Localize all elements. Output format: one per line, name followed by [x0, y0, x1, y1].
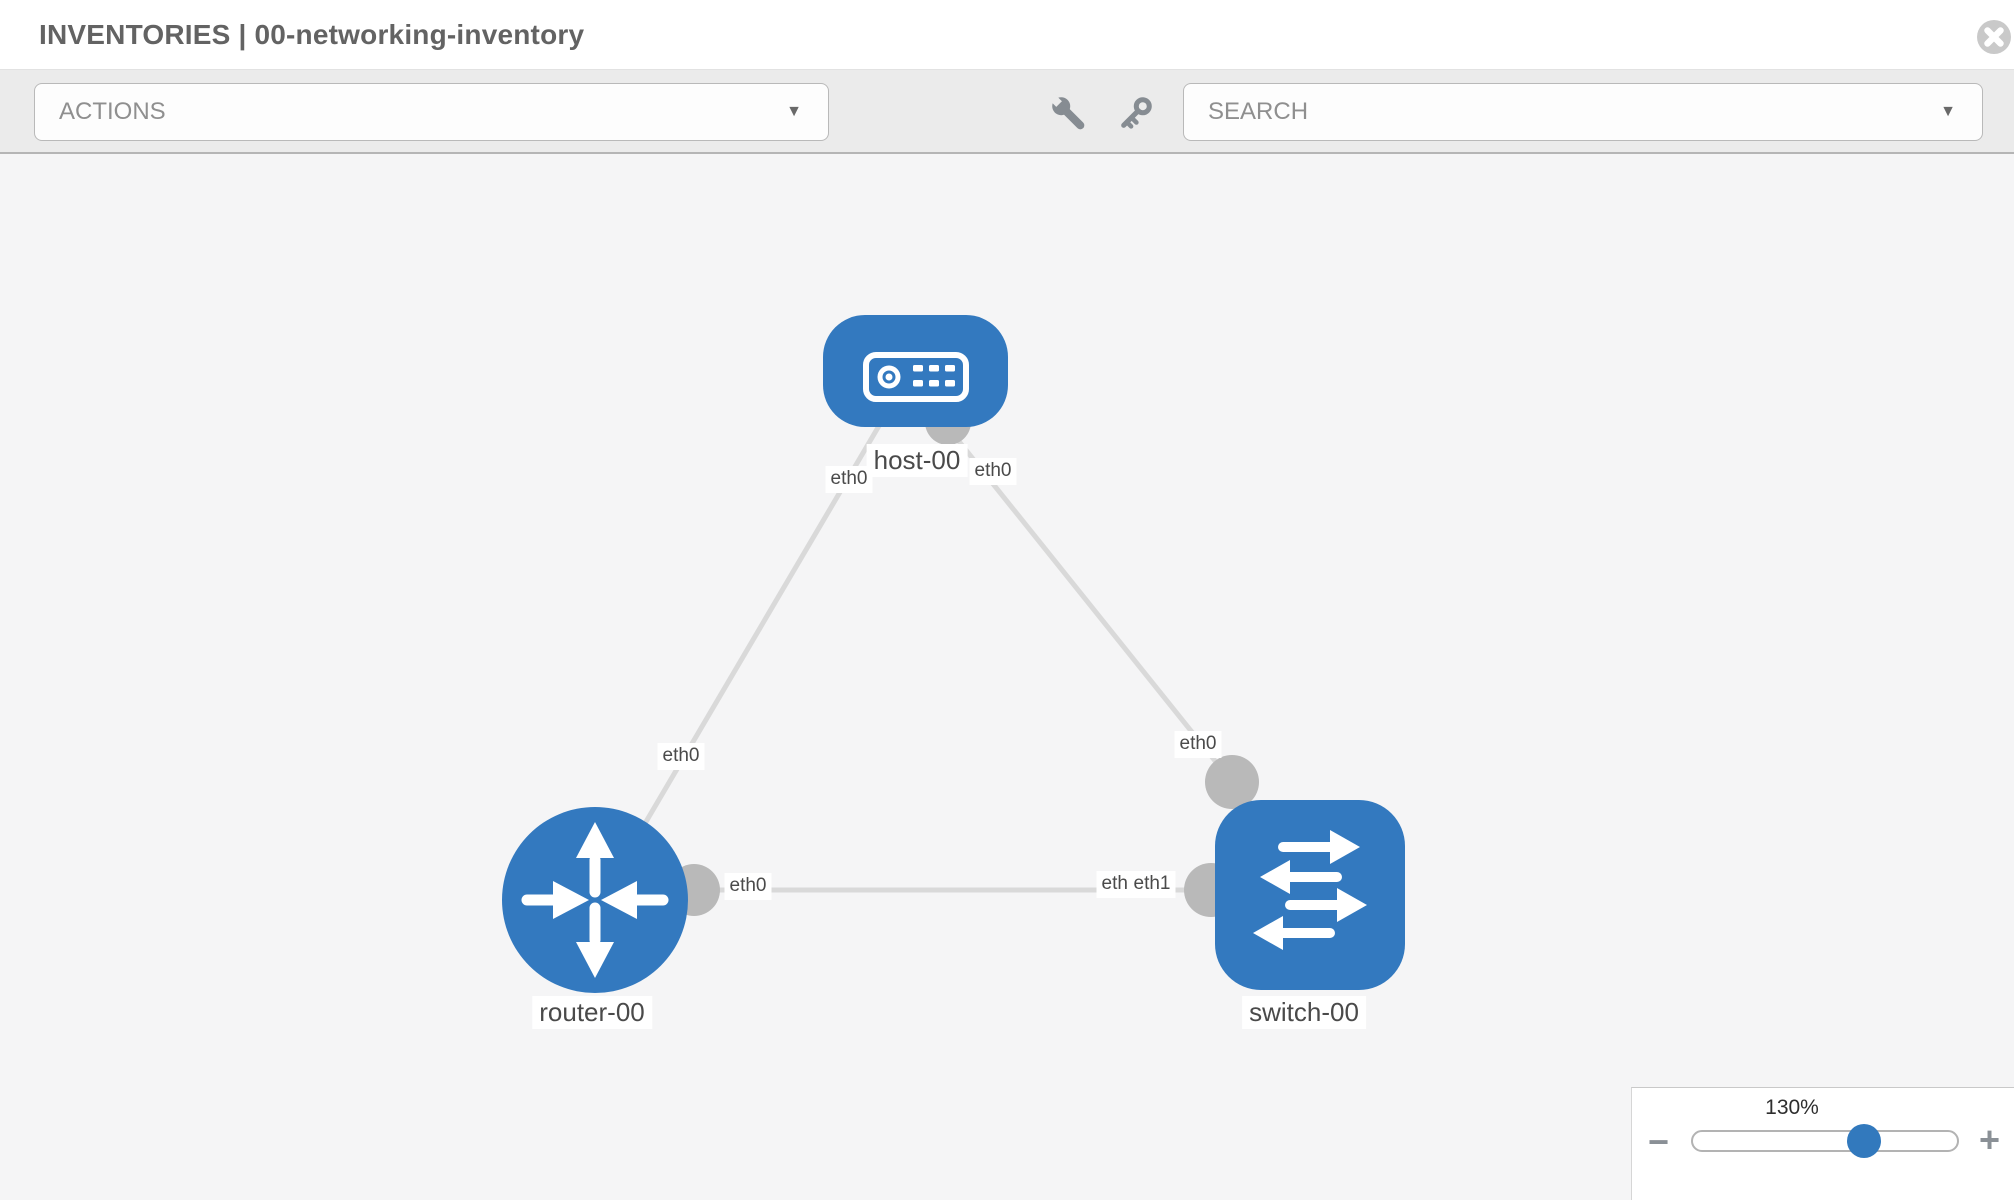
node-router-shape[interactable]: [502, 807, 688, 993]
configure-button[interactable]: [1047, 92, 1091, 136]
links-layer: [624, 417, 1234, 893]
connectors-layer: [668, 399, 1259, 917]
node-host[interactable]: [823, 315, 1008, 427]
connector-switch-top: [1205, 755, 1259, 809]
close-button[interactable]: [1976, 19, 2012, 55]
if-label-switch-to-host: eth0: [1174, 731, 1222, 758]
search-dropdown[interactable]: SEARCH ▼: [1183, 83, 1983, 141]
search-dropdown-label: SEARCH: [1208, 98, 1309, 125]
plus-icon: +: [1979, 1119, 2001, 1160]
zoom-slider-handle[interactable]: [1847, 1124, 1881, 1158]
actions-dropdown[interactable]: ACTIONS ▼: [34, 83, 829, 141]
minus-icon: −: [1648, 1121, 1670, 1162]
zoom-in-button[interactable]: +: [1979, 1122, 2000, 1158]
node-label-host[interactable]: host-00: [866, 444, 968, 478]
page-title: INVENTORIES | 00-networking-inventory: [39, 19, 585, 50]
if-label-switch-to-router: eth1: [1128, 871, 1176, 898]
if-label-router-to-switch: eth0: [724, 873, 772, 900]
chevron-down-icon: ▼: [786, 103, 802, 120]
node-label-router[interactable]: router-00: [532, 996, 652, 1030]
if-label-router-to-host: eth0: [657, 743, 705, 770]
switch-icon: [1253, 830, 1367, 950]
topology-canvas[interactable]: host-00 router-00 switch-00 eth0 eth0 et…: [0, 154, 2014, 1200]
zoom-panel: 130% − +: [1631, 1087, 2014, 1200]
zoom-level-value: 130%: [1765, 1096, 1819, 1119]
close-icon: [1977, 20, 2011, 54]
if-label-host-to-router: eth0: [825, 466, 873, 493]
zoom-slider-track[interactable]: [1691, 1130, 1959, 1152]
toolbar: ACTIONS ▼ SEAR: [0, 70, 2014, 154]
if-label-host-to-switch: eth0: [969, 458, 1017, 485]
node-switch[interactable]: [1215, 800, 1405, 990]
zoom-out-button[interactable]: −: [1648, 1124, 1669, 1160]
actions-dropdown-label: ACTIONS: [59, 98, 166, 125]
credentials-button[interactable]: [1113, 92, 1157, 136]
node-switch-shape[interactable]: [1215, 800, 1405, 990]
key-icon: [1121, 97, 1152, 129]
node-label-switch[interactable]: switch-00: [1242, 996, 1366, 1030]
host-icon: [863, 352, 969, 402]
header: INVENTORIES | 00-networking-inventory: [0, 0, 2014, 70]
node-router[interactable]: [502, 807, 688, 993]
router-icon: [521, 822, 669, 978]
chevron-down-icon: ▼: [1940, 103, 1956, 120]
wrench-icon: [1048, 93, 1085, 130]
